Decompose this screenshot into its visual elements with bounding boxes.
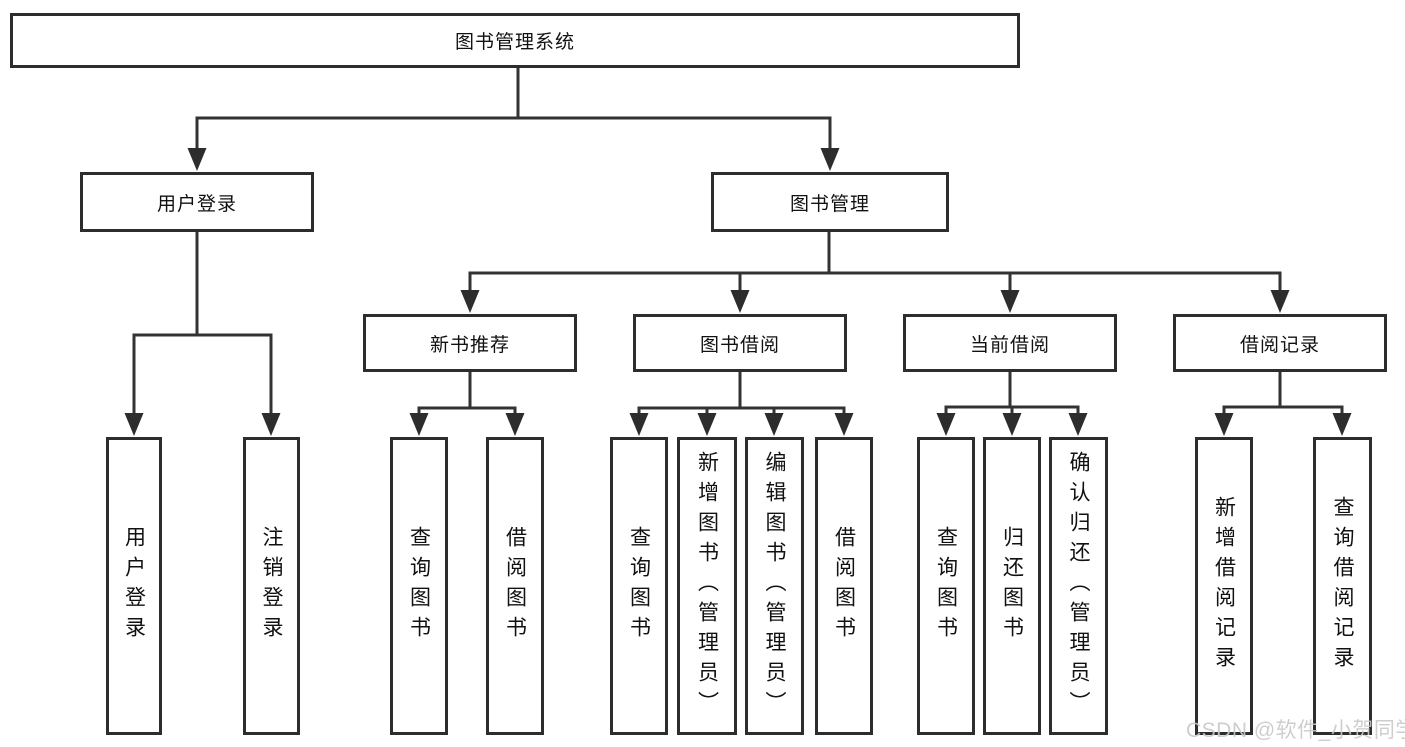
arrowhead (124, 413, 144, 436)
watermark: CSDN @软件_小贺同学 (1186, 719, 1405, 742)
node-root: 图书管理系统 (10, 13, 1020, 68)
node-user-login-label: 用户登录 (156, 193, 237, 215)
arrowhead (834, 413, 854, 436)
leaf-bb-edit-books-admin-label: 编辑图书（管理员） (763, 451, 786, 721)
leaf-bb-query-books-label: 查询图书 (627, 526, 651, 646)
leaf-nb-borrow-books: 借阅图书 (486, 437, 544, 735)
node-book-borrowing: 图书借阅 (633, 314, 847, 372)
leaf-logout-label: 注销登录 (260, 526, 283, 646)
node-user-login: 用户登录 (80, 172, 314, 232)
node-book-management: 图书管理 (711, 172, 949, 232)
arrowhead (409, 413, 429, 436)
leaf-cb-confirm-return-admin: 确认归还（管理员） (1049, 437, 1108, 735)
node-current-borrowing: 当前借阅 (903, 314, 1117, 372)
leaf-br-query-record-label: 查询借阅记录 (1331, 496, 1354, 676)
arrowhead (505, 413, 525, 436)
leaf-cb-query-books: 查询图书 (917, 437, 975, 735)
node-new-book-recommend-label: 新书推荐 (429, 334, 510, 356)
arrowhead (1000, 290, 1020, 313)
leaf-br-add-record: 新增借阅记录 (1195, 437, 1253, 735)
arrowhead (1002, 413, 1022, 436)
leaf-bb-add-books-admin-label: 新增图书（管理员） (695, 451, 719, 721)
leaf-bb-borrow-books-label: 借阅图书 (832, 526, 856, 646)
node-root-label: 图书管理系统 (454, 32, 575, 53)
arrowhead (820, 148, 840, 171)
arrowhead (187, 148, 207, 171)
leaf-nb-borrow-books-label: 借阅图书 (503, 526, 527, 646)
node-book-borrowing-label: 图书借阅 (699, 334, 780, 356)
node-borrowing-records: 借阅记录 (1173, 314, 1387, 372)
arrowhead (629, 413, 649, 436)
leaf-br-add-record-label: 新增借阅记录 (1212, 496, 1236, 676)
leaf-bb-edit-books-admin: 编辑图书（管理员） (745, 437, 804, 735)
arrowhead (460, 290, 480, 313)
leaf-bb-borrow-books: 借阅图书 (815, 437, 873, 735)
leaf-user-login: 用户登录 (106, 437, 162, 735)
leaf-cb-return-books-label: 归还图书 (1000, 526, 1024, 646)
leaf-logout: 注销登录 (243, 437, 300, 735)
arrowhead (936, 413, 956, 436)
node-borrowing-records-label: 借阅记录 (1239, 334, 1320, 356)
arrowhead (261, 413, 281, 436)
leaf-bb-add-books-admin: 新增图书（管理员） (677, 437, 737, 735)
node-new-book-recommend: 新书推荐 (363, 314, 577, 372)
leaf-nb-query-books-label: 查询图书 (407, 526, 431, 646)
leaf-nb-query-books: 查询图书 (390, 437, 448, 735)
arrowhead (697, 413, 717, 436)
leaf-bb-query-books: 查询图书 (610, 437, 668, 735)
arrowhead (1332, 413, 1352, 436)
leaf-br-query-record: 查询借阅记录 (1313, 437, 1372, 735)
arrowhead (1270, 290, 1290, 313)
arrowhead (764, 413, 784, 436)
leaf-cb-return-books: 归还图书 (983, 437, 1041, 735)
arrowhead (1214, 413, 1234, 436)
node-book-management-label: 图书管理 (789, 193, 870, 215)
arrowhead (1068, 413, 1088, 436)
leaf-user-login-label: 用户登录 (122, 526, 146, 646)
leaf-cb-query-books-label: 查询图书 (934, 526, 958, 646)
arrowhead (730, 290, 750, 313)
node-current-borrowing-label: 当前借阅 (969, 334, 1050, 356)
leaf-cb-confirm-return-admin-label: 确认归还（管理员） (1067, 451, 1090, 721)
